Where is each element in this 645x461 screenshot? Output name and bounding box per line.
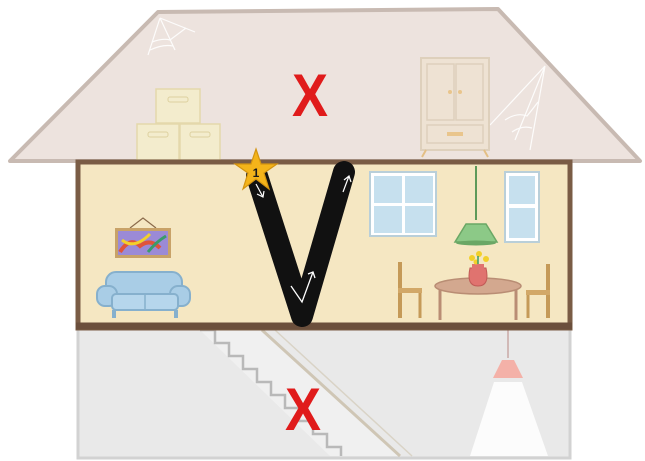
window-right: [505, 172, 539, 242]
basement: [78, 328, 570, 458]
living-room: 1: [76, 149, 572, 328]
step-number-label: 1: [253, 166, 260, 180]
attic-blocked-marker: X: [292, 66, 328, 126]
window-left: [370, 172, 436, 236]
basement-blocked-marker: X: [285, 380, 321, 440]
wardrobe: [421, 58, 489, 157]
